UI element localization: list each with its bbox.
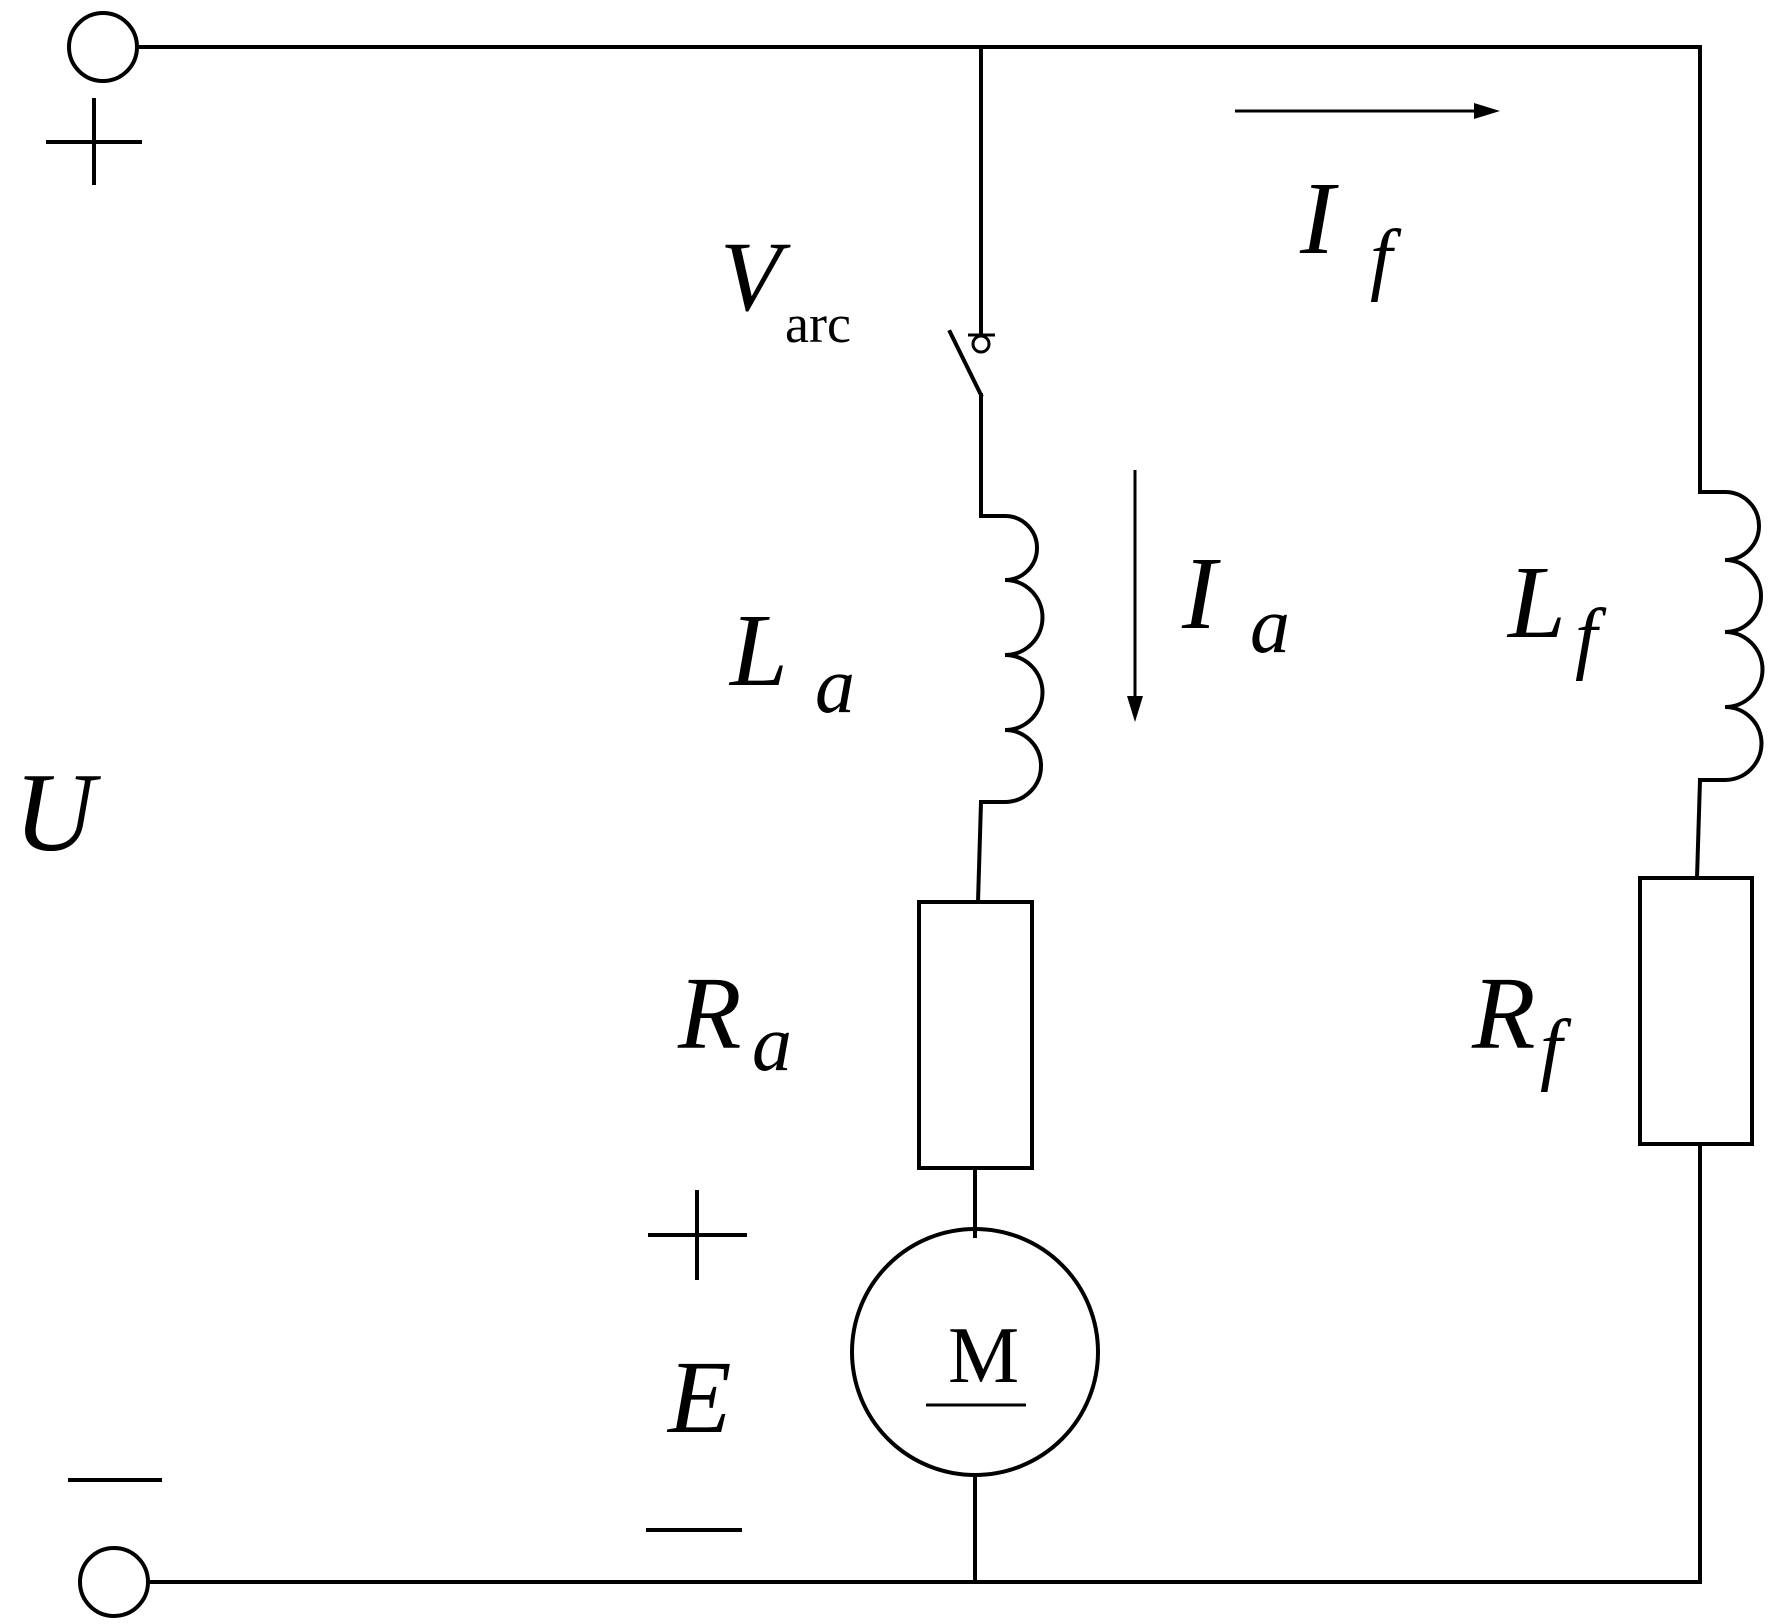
armature-current-label: I — [1181, 536, 1221, 651]
positive-terminal — [67, 11, 139, 83]
arc-switch — [947, 329, 995, 398]
arc-voltage-subscript: arc — [785, 294, 851, 354]
back-emf-label: E — [666, 1340, 732, 1455]
field-current-arrow — [1235, 103, 1500, 119]
armature-inductance-subscript: a — [815, 642, 855, 730]
armature-inductor-to-resistor-wire — [975, 799, 984, 905]
armature-current-arrow — [1127, 470, 1143, 722]
field-inductor-to-resistor-wire — [1694, 777, 1703, 881]
field-inductance-subscript: f — [1575, 594, 1607, 682]
supply-plus-sign — [46, 98, 142, 185]
field-resistance-label: R — [1471, 956, 1536, 1071]
armature-current-subscript: a — [1250, 582, 1290, 670]
armature-inductor — [979, 514, 1045, 804]
armature-inductance-label: L — [728, 593, 788, 708]
field-inductor — [1698, 490, 1765, 782]
armature-resistor — [917, 900, 1034, 1170]
negative-terminal — [78, 1546, 150, 1618]
motor-label: M — [948, 1312, 1019, 1400]
emf-plus-sign — [648, 1190, 747, 1280]
arc-voltage-label: V — [720, 221, 791, 332]
field-resistance-subscript: f — [1540, 1005, 1572, 1093]
armature-resistance-subscript: a — [752, 1000, 792, 1088]
armature-resistance-label: R — [677, 956, 742, 1071]
field-current-subscript: f — [1370, 215, 1402, 303]
supply-voltage-label: U — [14, 751, 101, 875]
field-inductance-label: L — [1506, 545, 1566, 660]
field-current-label: I — [1299, 161, 1339, 276]
field-resistor — [1638, 876, 1754, 1146]
